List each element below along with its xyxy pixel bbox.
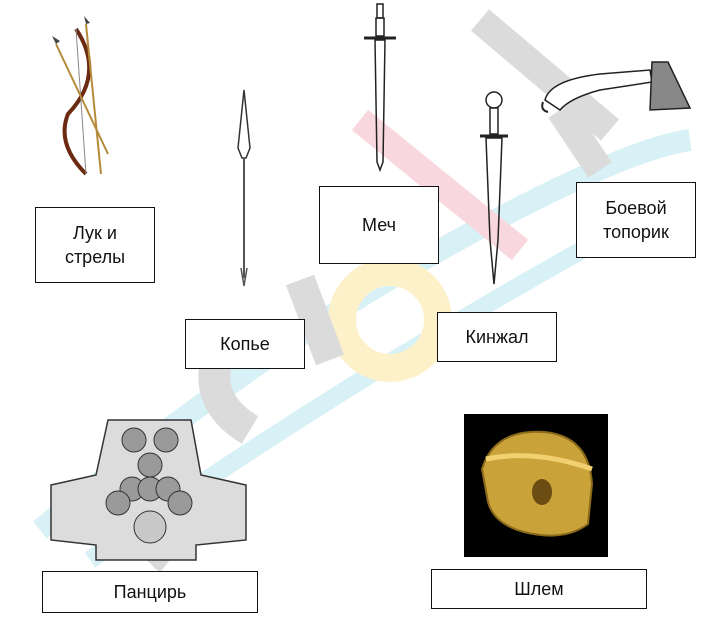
helmet-icon bbox=[464, 414, 608, 557]
armor-icon bbox=[50, 419, 247, 561]
spear-icon bbox=[237, 89, 251, 287]
sword-label: Меч bbox=[319, 186, 439, 264]
bow-and-arrows-icon bbox=[52, 16, 109, 176]
axe-label: Боевой топорик bbox=[576, 182, 696, 258]
spear-label: Копье bbox=[185, 319, 305, 369]
sword-icon bbox=[364, 3, 396, 172]
bow-label: Лук и стрелы bbox=[35, 207, 155, 283]
dagger-icon bbox=[480, 91, 508, 285]
armor-label: Панцирь bbox=[42, 571, 258, 613]
helmet-label: Шлем bbox=[431, 569, 647, 609]
dagger-label: Кинжал bbox=[437, 312, 557, 362]
battle-axe-icon bbox=[541, 61, 692, 113]
